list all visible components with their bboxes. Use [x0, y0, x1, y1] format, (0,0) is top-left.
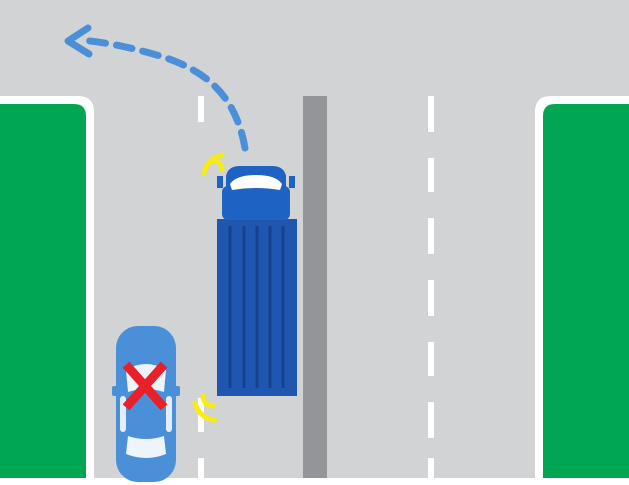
- truck-cab: [217, 166, 295, 220]
- median-strip: [303, 96, 327, 478]
- truck-mirror-left: [217, 176, 223, 188]
- left-grass-verge: [0, 96, 94, 478]
- right-grass-verge: [535, 96, 629, 478]
- car-icon: [112, 326, 180, 482]
- car-rear-window: [126, 436, 166, 458]
- truck-mirror-right: [289, 176, 295, 188]
- truck-icon: [217, 166, 297, 396]
- page-border-bottom: [0, 478, 629, 485]
